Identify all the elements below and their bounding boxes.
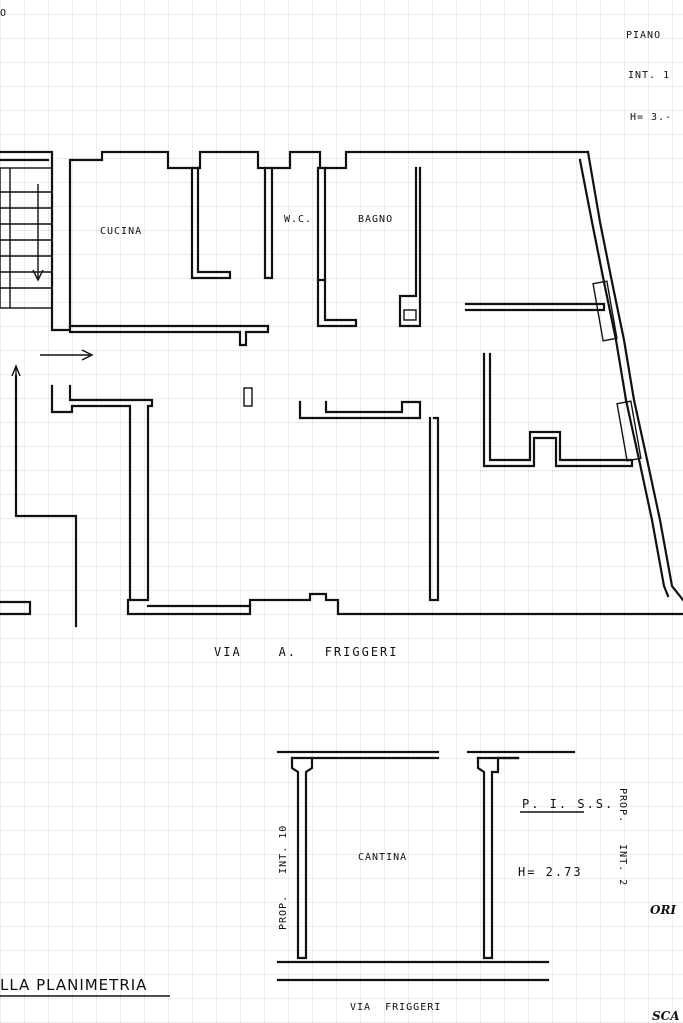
- bagno-right-wall: [398, 166, 422, 328]
- neighbor-left-label: PROP. INT. 10: [278, 825, 289, 930]
- street-label-main: VIA A. FRIGGERI: [214, 645, 399, 659]
- bagno-left-wall: [316, 278, 358, 328]
- cellar-height-label: H= 2.73: [518, 865, 583, 879]
- cellar-left-wall: [290, 756, 314, 960]
- wc-left-wall: [263, 166, 274, 280]
- kitchen-partition: [68, 324, 270, 347]
- lower-middle-wall: [298, 400, 422, 420]
- bottom-left-wall: [0, 600, 32, 616]
- room-l-wall: [482, 352, 634, 468]
- top-left-fragment: O: [0, 8, 7, 19]
- lower-middle-partition: [428, 416, 440, 602]
- scale-fragment: SCA: [652, 1009, 680, 1023]
- cellar-street-label: VIA FRIGGERI: [350, 1002, 441, 1013]
- staircase: [0, 167, 53, 309]
- title-fragment: LLA PLANIMETRIA: [0, 976, 147, 994]
- cellar-floor-label: P. I. S.S.: [522, 797, 614, 811]
- floor-label: PIANO: [626, 30, 661, 41]
- height-label: H= 3.-: [630, 112, 672, 123]
- right-exterior-wall: [586, 150, 683, 602]
- room-divider-right: [464, 302, 606, 312]
- lower-left-wall: [50, 384, 154, 602]
- pillar: [243, 387, 253, 407]
- room-label-bagno: BAGNO: [358, 214, 393, 225]
- arrow-right-icon: [40, 349, 94, 361]
- right-exterior-wall-inner: [578, 158, 670, 598]
- apartment-plan: [0, 150, 683, 628]
- left-corridor: [14, 374, 78, 628]
- cellar-right-wall: [476, 756, 520, 960]
- neighbor-right-label: PROP. INT. 2: [617, 788, 628, 886]
- room-label-cucina: CUCINA: [100, 226, 142, 237]
- room-label-wc: W.C.: [284, 214, 312, 225]
- room-label-cantina: CANTINA: [358, 852, 407, 863]
- wc-right-wall: [316, 166, 327, 282]
- orientation-fragment: ORI: [650, 903, 676, 917]
- unit-label: INT. 1: [628, 70, 670, 81]
- bottom-outer-wall: [126, 592, 683, 616]
- cellar-plan: [276, 750, 576, 982]
- top-outer-wall: [0, 150, 590, 332]
- kitchen-closet-wall: [190, 166, 232, 280]
